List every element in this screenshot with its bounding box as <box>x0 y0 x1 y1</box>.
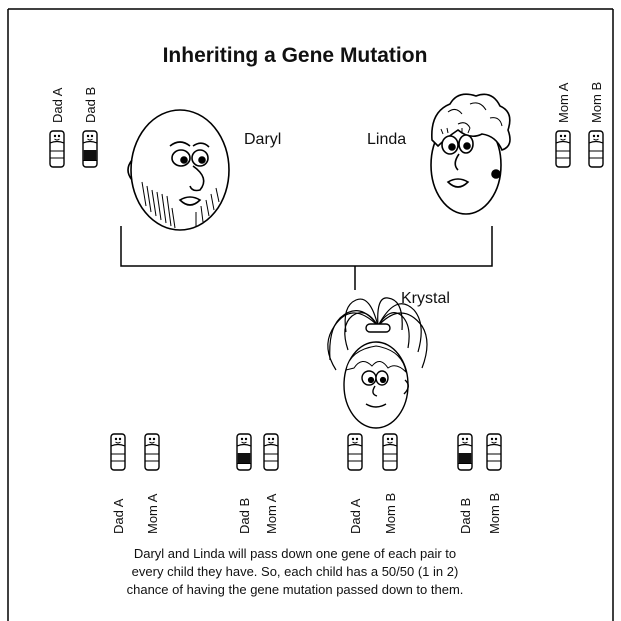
krystal-face <box>327 297 428 429</box>
combo1-mom-a <box>144 433 160 471</box>
combo1-dad-a <box>110 433 126 471</box>
combo4-dad-b-mutated <box>457 433 473 471</box>
combo1-label-mom: Mom A <box>145 493 160 534</box>
chromosome-dad-b-mutated <box>82 130 98 168</box>
combo2-label-mom: Mom A <box>264 493 279 534</box>
chromosome-dad-a <box>49 130 65 168</box>
combo3-dad-a <box>347 433 363 471</box>
caption-line-1: Daryl and Linda will pass down one gene … <box>133 546 457 561</box>
family-bracket <box>120 226 493 267</box>
label-mom-b: Mom B <box>589 81 604 123</box>
combo2-dad-b-mutated <box>236 433 252 471</box>
label-dad-a: Dad A <box>50 87 65 123</box>
combo2-label-dad: Dad B <box>237 497 252 534</box>
combo3-label-dad: Dad A <box>348 498 363 534</box>
combo4-label-dad: Dad B <box>458 497 473 534</box>
label-dad-b: Dad B <box>83 86 98 123</box>
label-mom-a: Mom A <box>556 82 571 123</box>
child-name: Krystal <box>401 290 450 307</box>
caption-line-2: every child they have. So, each child ha… <box>131 564 459 579</box>
combo1-label-dad: Dad A <box>111 498 126 534</box>
combo4-label-mom: Mom B <box>487 492 502 534</box>
combo3-label-mom: Mom B <box>383 492 398 534</box>
father-name: Daryl <box>244 131 282 148</box>
chromosome-mom-b <box>588 130 604 168</box>
daryl-face <box>127 109 230 231</box>
linda-face <box>430 93 511 215</box>
combo4-mom-b <box>486 433 502 471</box>
explanation-caption: Daryl and Linda will pass down one gene … <box>100 545 490 599</box>
caption-line-3: chance of having the gene mutation passe… <box>126 582 464 597</box>
combo2-mom-a <box>263 433 279 471</box>
diagram-title: Inheriting a Gene Mutation <box>162 44 428 67</box>
chromosome-mom-a <box>555 130 571 168</box>
combo3-mom-b <box>382 433 398 471</box>
mother-name: Linda <box>367 131 407 148</box>
